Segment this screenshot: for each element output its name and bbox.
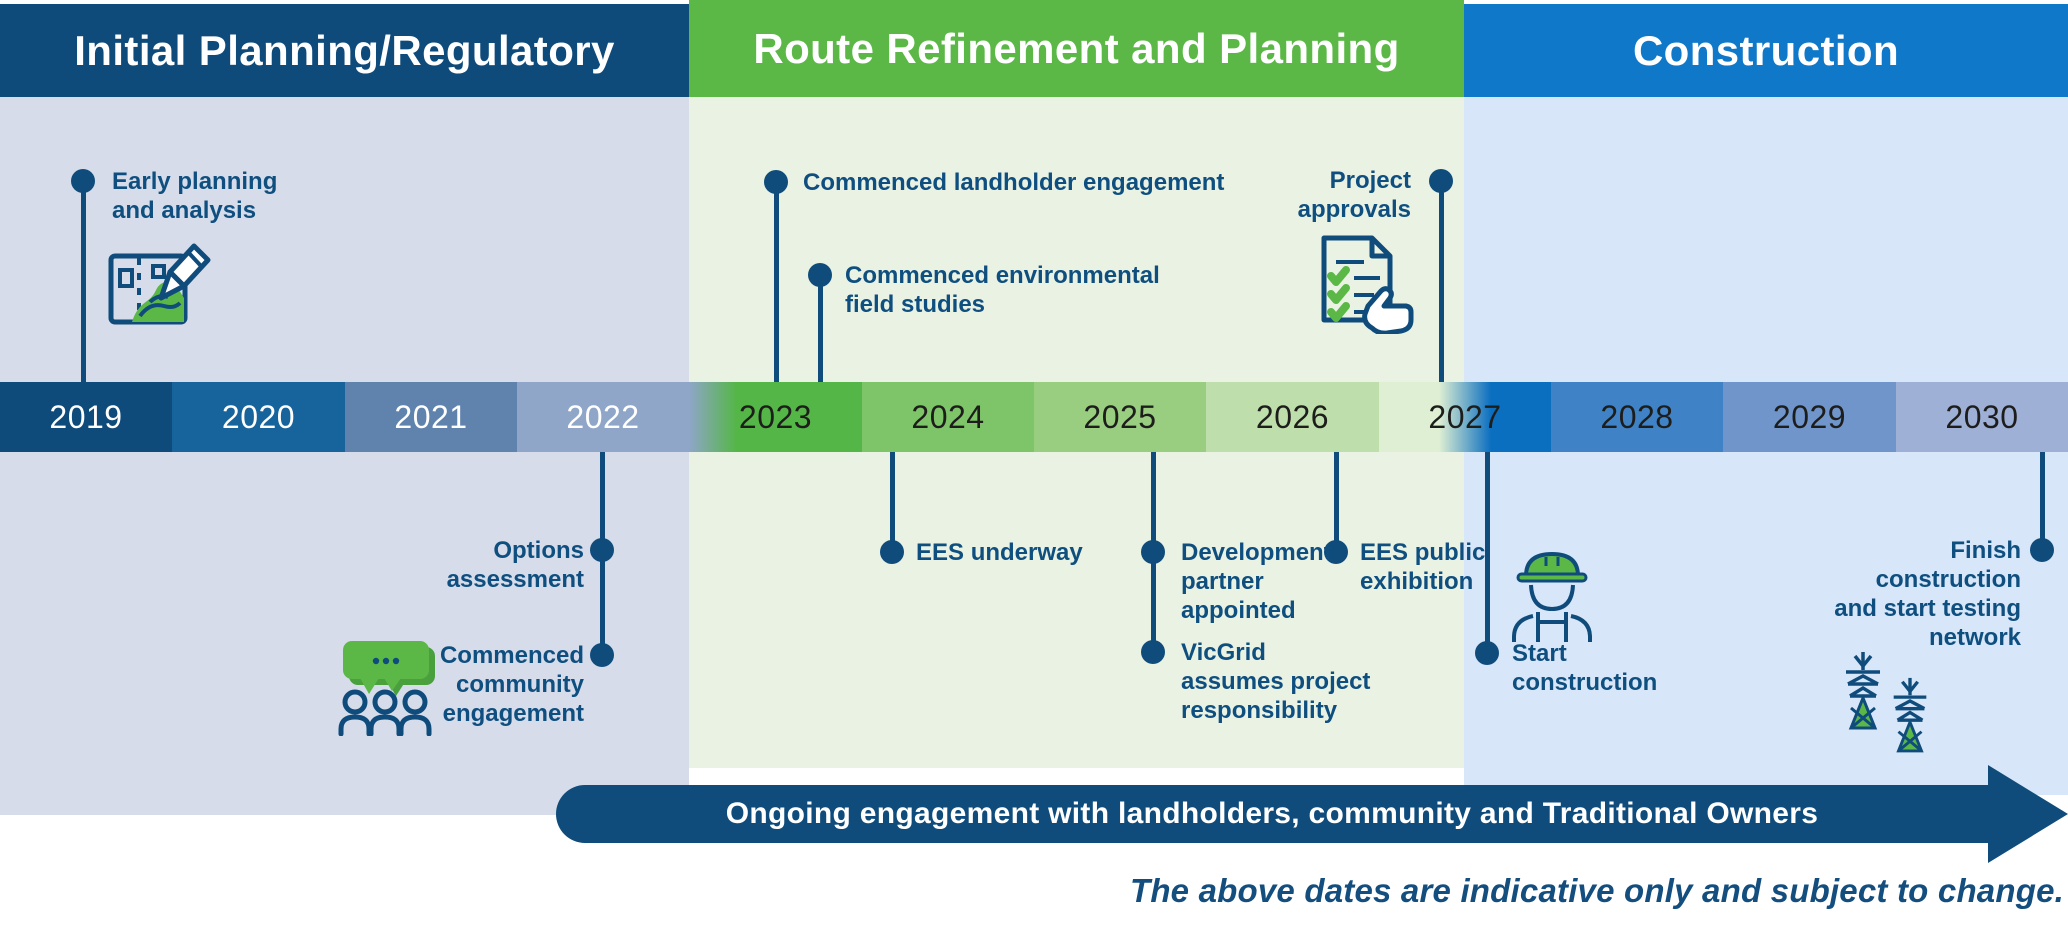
milestone-dot-options [590,538,614,562]
speech-bubble-people-icon [338,638,442,736]
label-line: approvals [1297,196,1411,223]
year-label: 2023 [738,398,813,435]
milestone-dot-finish-construction [2030,538,2054,562]
label-line: construction [1875,566,2021,593]
year-segment-2027: 2027 [1379,382,1551,452]
milestone-label-start-construction: Start construction [1512,639,1657,697]
year-label: 2024 [911,398,985,435]
milestone-label-community: Commenced community engagement [334,641,584,728]
milestone-dot-early-planning [71,169,95,193]
milestone-stem-ees-underway [889,452,895,552]
year-segment-2025: 2025 [1034,382,1206,452]
label-line: EES public [1360,539,1486,566]
engagement-arrow-banner: Ongoing engagement with landholders, com… [556,785,1988,843]
construction-worker-icon [1508,544,1596,644]
label-line: and start testing [1834,595,2021,622]
milestone-label-env-studies: Commenced environmental field studies [845,261,1160,319]
label-line: assumes project [1181,668,1371,695]
year-segment-2024: 2024 [862,382,1034,452]
checklist-approval-icon [1316,234,1420,334]
milestone-dot-env-studies [808,263,832,287]
year-label: 2028 [1600,398,1674,435]
label-line: partner [1181,568,1264,595]
year-label: 2027 [1428,398,1502,435]
label-line: VicGrid [1181,639,1266,666]
map-pencil-icon [106,238,212,330]
phase-header-construction: Construction [1464,4,2068,97]
arrow-head-icon [1988,765,2068,863]
year-segment-2020: 2020 [172,382,345,452]
milestone-label-finish-construction: Finish construction and start testing ne… [1770,536,2021,652]
label-line: engagement [442,700,584,727]
banner-label: Ongoing engagement with landholders, com… [725,797,1819,830]
phase-header-initial-planning: Initial Planning/Regulatory [0,4,689,97]
year-segment-2019: 2019 [0,382,172,452]
year-segment-2021: 2021 [345,382,517,452]
year-label: 2025 [1083,398,1157,435]
footnote-disclaimer: The above dates are indicative only and … [1129,872,2064,909]
label-line: Finish [1950,537,2021,564]
label-line: network [1928,624,2021,651]
year-segment-2026: 2026 [1206,382,1379,452]
milestone-dot-vicgrid [1141,640,1165,664]
phase-header-route-refinement: Route Refinement and Planning [689,0,1464,97]
label-line: Commenced environmental [845,262,1160,289]
milestone-dot-start-construction [1475,641,1499,665]
year-segment-2023: 2023 [689,382,862,452]
milestone-dot-dev-partner [1141,540,1165,564]
milestone-stem-ees-exhibition [1333,452,1339,552]
phase-header-label: Route Refinement and Planning [753,24,1400,72]
year-label: 2026 [1255,398,1330,435]
phase-header-label: Construction [1632,26,1900,74]
label-line: field studies [845,291,986,318]
label-line: EES underway [916,539,1083,566]
label-line: Options [493,537,584,564]
year-label: 2030 [1945,398,2019,435]
year-label: 2022 [566,398,640,435]
year-segment-2030: 2030 [1896,382,2068,452]
milestone-label-ees-exhibition: EES public exhibition [1360,538,1485,596]
milestone-label-early-planning: Early planning and analysis [112,167,277,225]
label-line: and analysis [112,197,257,224]
year-label: 2019 [49,398,123,435]
milestone-dot-community [590,643,614,667]
year-segment-2022: 2022 [517,382,689,452]
transmission-towers-icon [1838,650,1938,760]
label-line: Early planning [112,168,278,195]
milestone-dot-landholder [764,170,788,194]
milestone-stem-landholder [773,182,779,382]
milestone-label-dev-partner: Development partner appointed [1181,538,1332,625]
milestone-stem-approvals [1438,181,1444,382]
label-line: exhibition [1360,568,1474,595]
milestone-label-vicgrid: VicGrid assumes project responsibility [1181,638,1370,725]
milestone-label-ees-underway: EES underway [916,538,1083,567]
milestone-dot-ees-underway [880,540,904,564]
label-line: community [455,671,584,698]
label-line: Development [1181,539,1332,566]
label-line: Start [1512,640,1567,667]
year-label: 2029 [1772,398,1847,435]
year-label: 2020 [221,398,296,435]
milestone-label-options: Options assessment [384,536,584,594]
year-label: 2021 [394,398,468,435]
milestone-stem-early-planning [80,181,86,382]
year-segment-2029: 2029 [1723,382,1896,452]
milestone-dot-ees-exhibition [1324,540,1348,564]
milestone-stem-env-studies [817,275,823,382]
label-line: assessment [446,566,584,593]
milestone-dot-approvals [1429,169,1453,193]
milestone-label-landholder: Commenced landholder engagement [803,168,1224,197]
milestone-stem-finish-construction [2039,452,2045,550]
label-line: appointed [1181,597,1296,624]
milestone-label-approvals: Project approvals [1150,166,1411,224]
label-line: Commenced landholder engagement [803,169,1225,196]
phase-header-label: Initial Planning/Regulatory [74,26,615,74]
year-segment-2028: 2028 [1551,382,1723,452]
milestone-stem-start-construction [1484,452,1490,653]
label-line: construction [1512,669,1658,696]
label-line: responsibility [1181,697,1338,724]
label-line: Project [1329,167,1411,194]
label-line: Commenced [439,642,584,669]
